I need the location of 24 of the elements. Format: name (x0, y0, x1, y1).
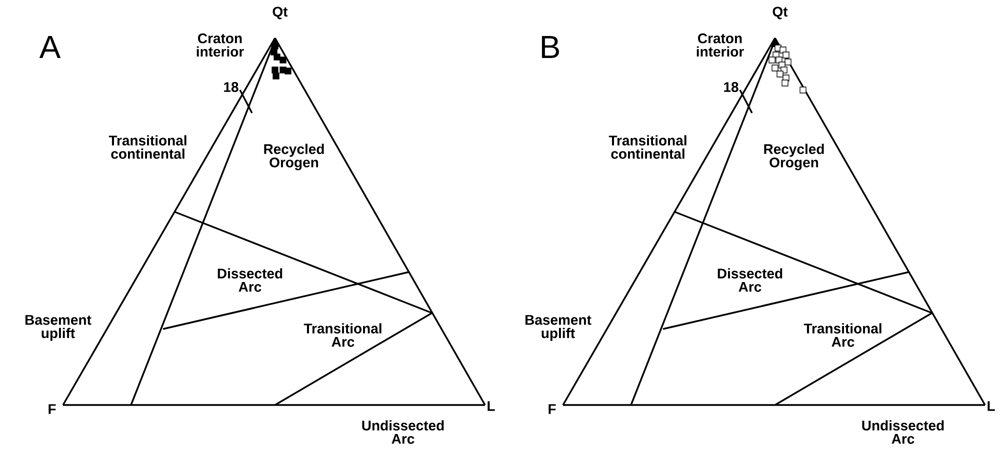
region-label: Transitional continental (608, 135, 686, 159)
region-label: 18 (724, 82, 738, 92)
region-label: Qt (772, 6, 788, 20)
region-label: Qt (272, 6, 288, 20)
region-label: L (988, 401, 995, 411)
panel-letter: B (542, 36, 559, 58)
region-label: Craton interior (196, 33, 244, 57)
region-label: Recycled Orogen (264, 144, 324, 170)
region-label: Transitional Arc (804, 323, 882, 347)
region-label: 18 (224, 82, 238, 92)
region-label: Recycled Orogen (764, 144, 824, 170)
region-label: Dissected Arc (718, 268, 782, 292)
region-label: Undissected Arc (862, 420, 944, 444)
region-label: Basement uplift (25, 315, 92, 341)
region-label: Dissected Arc (218, 268, 282, 292)
region-label: Undissected Arc (362, 420, 444, 444)
panel-letter: A (39, 36, 61, 58)
region-label: Transitional continental (108, 135, 186, 159)
region-label: Transitional Arc (304, 323, 382, 347)
region-label: F (48, 404, 56, 414)
region-label: F (548, 404, 556, 414)
region-label: Craton interior (696, 33, 744, 57)
region-label: Basement uplift (525, 315, 592, 341)
region-label: L (488, 401, 495, 411)
